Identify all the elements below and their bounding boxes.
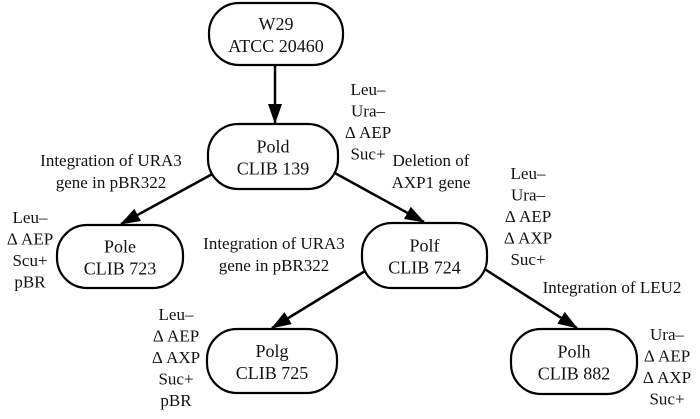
edge-label-polf-polh: Integration of LEU2 [543,278,682,297]
edge-label-line: Integration of URA3 [203,234,345,253]
edge-label-line: gene in pBR322 [219,256,330,275]
node-name: Polf [409,236,439,256]
edge-label-line: Integration of URA3 [40,151,182,170]
node-box [55,223,185,290]
arrow-pold-pole [120,170,217,226]
genotype-marker: Δ AEP [505,207,551,226]
node-name: W29 [259,14,294,34]
node-strain-id: CLIB 882 [538,364,611,384]
genotype-marker: Leu– [351,80,386,99]
genotype-marker: Leu– [511,164,546,183]
genotype-marker: Suc+ [510,250,545,269]
node-box [207,1,345,67]
genotype-marker: Leu– [159,305,194,324]
genotype-pole: Leu– Δ AEP Scu+ pBR [7,208,53,292]
genotype-polg: Leu– Δ AEP Δ AXP Suc+ pBR [152,305,200,410]
arrow-polf-polh [482,266,578,330]
genotype-marker: Δ AEP [7,230,53,249]
genotype-marker: pBR [160,391,192,410]
edge-label-pold-polf: Deletion of AXP1 gene [392,151,471,192]
node-strain-id: CLIB 139 [237,159,310,179]
genotype-marker: Ura– [351,102,385,121]
node-name: Polg [255,341,288,361]
edge-label-line: Deletion of [393,151,470,170]
edge-label-line: gene in pBR322 [56,173,167,192]
edge-label-line: AXP1 gene [392,173,471,192]
node-box [205,327,339,395]
node-name: Polh [557,342,590,362]
genotype-marker: Δ AEP [644,347,690,366]
genotype-marker: Δ AXP [152,348,200,367]
node-box [360,221,489,290]
genotype-pold: Leu– Ura– Δ AEP Suc+ [345,80,391,164]
edge-label-line: Integration of LEU2 [543,278,682,297]
node-box [509,327,639,396]
genotype-marker: Δ AXP [504,229,552,248]
node-box [206,122,340,191]
genotype-marker: Δ AXP [643,368,691,387]
genotype-marker: Ura– [650,325,684,344]
genotype-polh: Ura– Δ AEP Δ AXP Suc+ [643,325,691,409]
genotype-marker: Suc+ [158,370,193,389]
genotype-marker: Δ AEP [153,327,199,346]
edge-label-pold-pole: Integration of URA3 gene in pBR322 [40,151,182,192]
genotype-marker: Δ AEP [345,123,391,142]
node-strain-id: ATCC 20460 [228,36,324,56]
genotype-marker: Ura– [511,186,545,205]
genotype-marker: Suc+ [649,390,684,409]
genotype-marker: Scu+ [12,251,47,270]
arrow-polf-polg [271,266,371,330]
edge-label-polf-polg: Integration of URA3 gene in pBR322 [203,234,345,275]
node-name: Pold [256,137,289,157]
genotype-polf: Leu– Ura– Δ AEP Δ AXP Suc+ [504,164,552,269]
genotype-marker: pBR [14,273,46,292]
node-strain-id: CLIB 723 [84,259,157,279]
node-name: Pole [104,237,136,257]
genotype-marker: Leu– [13,208,48,227]
node-strain-id: CLIB 725 [236,363,309,383]
node-strain-id: CLIB 724 [388,258,461,278]
genotype-marker: Suc+ [350,145,385,164]
arrow-pold-polf [332,170,425,224]
